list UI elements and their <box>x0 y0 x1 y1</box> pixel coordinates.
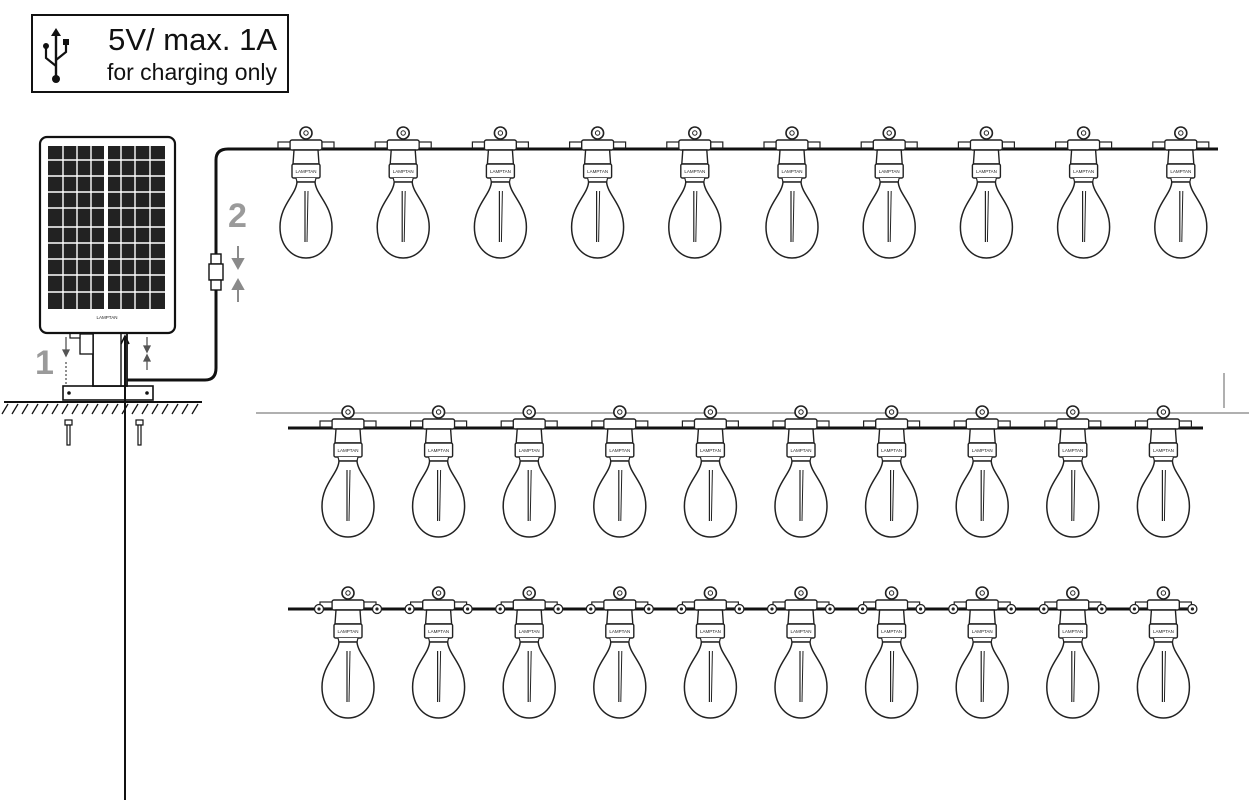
light-bulb <box>772 405 830 538</box>
light-bulb <box>862 405 921 538</box>
connect-arrows <box>231 246 245 302</box>
light-bulb <box>957 126 1016 259</box>
light-bulb <box>862 586 921 719</box>
ground-base <box>1 385 202 415</box>
light-bulb <box>1054 126 1113 259</box>
string-connector <box>857 603 868 615</box>
string-connector <box>553 603 564 615</box>
string-connector <box>915 603 926 615</box>
step-1-number: 1 <box>35 344 54 382</box>
solar-panel: LAMPTAN <box>38 135 177 335</box>
string-hanging-from-panel <box>277 126 1210 259</box>
string-connector <box>948 603 959 615</box>
string-connector <box>734 603 745 615</box>
light-bulb <box>500 405 559 538</box>
light-bulb <box>319 586 377 719</box>
string-connector <box>371 603 383 615</box>
screw-left <box>64 419 73 446</box>
cable-connector <box>208 253 224 291</box>
lead-cable <box>214 147 1218 254</box>
string-wall-mounted <box>319 405 1193 538</box>
light-bulb <box>409 405 468 538</box>
light-bulb <box>319 405 377 538</box>
light-bulb <box>763 126 821 259</box>
light-bulb <box>953 586 1012 719</box>
usb-voltage-text: 5V/ max. 1A <box>108 22 277 57</box>
light-bulb <box>665 126 724 259</box>
mount-arrows <box>61 337 152 384</box>
light-bulb <box>374 126 433 259</box>
light-bulb <box>500 586 559 719</box>
string-connector <box>1038 603 1049 615</box>
light-bulb <box>1044 405 1102 538</box>
light-bulb <box>772 586 830 719</box>
string-connector <box>585 603 596 615</box>
string-connector <box>643 603 654 615</box>
usb-icon <box>43 28 69 83</box>
string-with-end-connectors <box>313 586 1198 719</box>
string-connector <box>495 603 506 615</box>
usb-charging-text: for charging only <box>106 59 277 85</box>
light-bulb <box>409 586 468 719</box>
string-connector <box>676 603 687 615</box>
string-connector <box>1006 603 1017 615</box>
string-connector <box>462 603 473 615</box>
screw-right <box>135 419 144 446</box>
string-connector <box>313 603 325 615</box>
usb-charging-label: 5V/ max. 1A for charging only <box>31 14 289 93</box>
stake-post <box>69 329 128 387</box>
light-bulb <box>1044 586 1102 719</box>
light-bulb <box>590 586 649 719</box>
light-bulb <box>953 405 1012 538</box>
light-bulb <box>568 126 627 259</box>
string-connector <box>1129 603 1140 615</box>
string-connector <box>766 603 778 615</box>
string-connector <box>404 603 415 615</box>
light-bulb <box>1152 126 1210 259</box>
light-bulb <box>681 586 740 719</box>
step-2-number: 2 <box>228 197 247 235</box>
light-bulb <box>1134 586 1193 719</box>
light-bulb <box>860 126 919 259</box>
string-connector <box>1096 603 1107 615</box>
string-connector <box>824 603 836 615</box>
string-connector <box>1187 603 1198 615</box>
light-bulb <box>277 126 335 259</box>
light-bulb <box>1134 405 1193 538</box>
panel-brand: LAMPTAN <box>97 315 118 320</box>
light-bulb <box>590 405 649 538</box>
light-bulb <box>681 405 740 538</box>
panel-cable <box>127 290 218 382</box>
light-bulb <box>471 126 530 259</box>
